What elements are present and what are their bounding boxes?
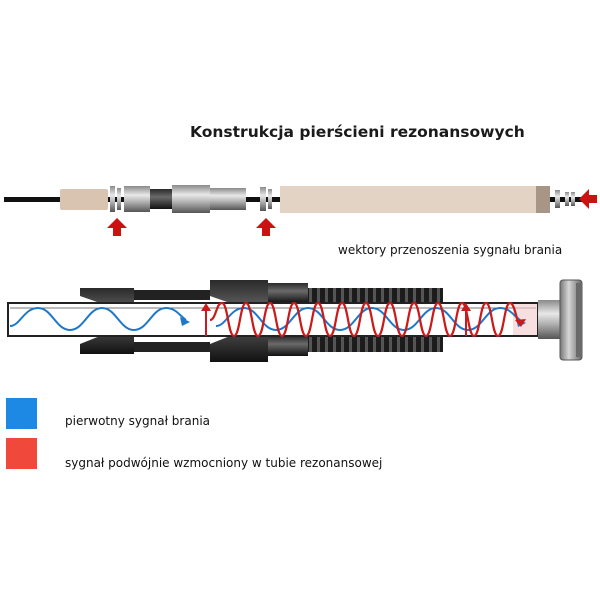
- red-vertical-arrows: [201, 303, 526, 336]
- legend-label-amplified: sygnał podwójnie wzmocniony w tubie rezo…: [65, 456, 383, 470]
- red-arrow-up-icon: [201, 303, 211, 311]
- left-hood-band: [134, 290, 210, 300]
- red-arrow-up-icon: [107, 218, 127, 236]
- butt-cap-2: [565, 192, 569, 206]
- amplified-wave: [209, 301, 520, 338]
- end-cap-edge: [576, 283, 582, 357]
- legend-swatch-amplified: [6, 438, 37, 469]
- resonance-tube-section: [7, 279, 583, 362]
- page-title: Konstrukcja pierścieni rezonansowych: [190, 123, 525, 141]
- reel-seat-nut: [172, 185, 210, 213]
- rear-grip-end: [536, 186, 550, 213]
- washer-1: [110, 186, 115, 212]
- legend-label-primary: pierwotny sygnał brania: [65, 414, 211, 428]
- sleeve-bottom: [268, 336, 308, 356]
- fore-grip-cork: [60, 189, 108, 210]
- butt-cap-1: [555, 190, 560, 208]
- blue-arrowhead-icon: [180, 317, 190, 326]
- sleeve-top: [268, 283, 308, 303]
- signal-vector-caption: wektory przenoszenia sygnału brania: [338, 243, 563, 257]
- end-cap-stem: [538, 300, 560, 339]
- red-arrow-up-icon: [256, 218, 276, 236]
- washer-4: [268, 189, 272, 209]
- washer-3: [260, 187, 266, 211]
- right-hood: [210, 280, 268, 362]
- red-arrow-up-icon: [461, 303, 471, 311]
- butt-cap-3: [571, 192, 575, 206]
- reel-seat-body: [150, 189, 172, 209]
- left-hood: [80, 288, 134, 354]
- washer-2: [117, 188, 121, 210]
- red-arrowhead-icon: [515, 319, 526, 327]
- reel-seat-hood: [124, 186, 150, 212]
- left-hood-band-low: [134, 342, 210, 352]
- red-arrow-left-icon: [579, 189, 597, 209]
- reel-seat-thread: [210, 188, 246, 210]
- rear-grip-cork: [280, 186, 550, 213]
- rod-overview: [4, 185, 597, 236]
- legend-swatch-primary: [6, 398, 37, 429]
